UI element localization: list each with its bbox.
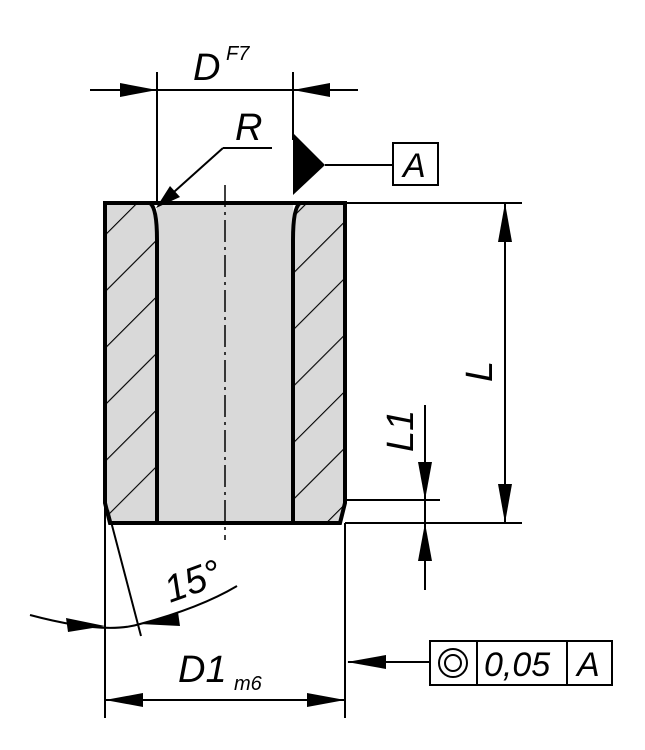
datum-feature: A [293, 133, 439, 195]
bore-wall-right [291, 201, 302, 523]
bushing-section [103, 185, 347, 540]
outer-diameter-dimension: D1 m6 [105, 523, 346, 718]
length-dimension: L [345, 202, 522, 524]
bore-wall-left [148, 201, 159, 523]
step-length-label: L1 [380, 410, 422, 452]
datum-label: A [401, 147, 426, 185]
outer-tolerance-label: m6 [234, 673, 263, 695]
step-length-dimension: L1 [345, 405, 440, 590]
tolerance-value: 0,05 [484, 646, 550, 684]
left-wall-hatch [105, 203, 157, 523]
bore-tolerance-label: F7 [226, 43, 250, 65]
concentricity-tolerance-frame: 0,05 A [347, 640, 613, 686]
concentricity-icon [438, 648, 468, 678]
outer-diameter-label: D1 [178, 649, 227, 691]
tolerance-datum: A [575, 646, 600, 684]
radius-callout: R [156, 107, 272, 208]
datum-box [392, 142, 439, 186]
right-wall-hatch [293, 203, 345, 523]
radius-label: R [235, 107, 262, 149]
chamfer-angle-label: 15° [159, 552, 227, 611]
bore-diameter-dimension: D F7 [90, 43, 358, 203]
datum-triangle [293, 133, 325, 195]
length-label: L [459, 361, 501, 382]
bore-diameter-label: D [193, 47, 220, 89]
